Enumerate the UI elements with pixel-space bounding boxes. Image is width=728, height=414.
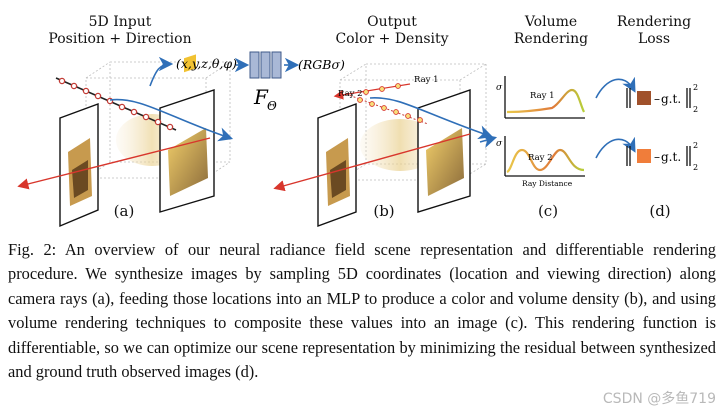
panel-c-ray2-label: Ray 2 <box>528 153 553 163</box>
rendered-color-swatch-2 <box>637 149 651 163</box>
gt-text-2: g.t. <box>661 150 681 164</box>
figure-caption: Fig. 2: An overview of our neural radian… <box>8 238 716 384</box>
ray-distance-label: Ray Distance <box>522 179 573 188</box>
panel-a-title: 5D Input Position + Direction <box>40 14 200 48</box>
panel-b-title-line2: Color + Density <box>335 31 449 47</box>
gt-label-1: – <box>654 92 660 106</box>
panel-b-sublabel: (b) <box>373 202 395 220</box>
blue-view-ray <box>109 98 234 142</box>
panel-b-ray1-label: Ray 1 <box>414 75 439 85</box>
mlp-sublabel: Θ <box>267 99 277 113</box>
panel-a-title-line2: Position + Direction <box>48 31 192 47</box>
gt-label-2: – <box>654 150 660 164</box>
panel-c-title: Volume Rendering <box>508 14 594 48</box>
mlp-network <box>234 51 300 79</box>
caption-label: Fig. 2: <box>8 240 57 259</box>
camera-ray-red <box>17 137 211 190</box>
svg-text:2: 2 <box>693 141 698 150</box>
svg-text:2: 2 <box>693 83 698 92</box>
panel-c-title-line1: Volume <box>524 14 578 30</box>
panel-d-title: Rendering Loss <box>614 14 694 48</box>
panel-a-sublabel: (a) <box>113 202 135 220</box>
panel-b-title-line1: Output <box>367 14 417 30</box>
panel-b-scene <box>273 63 494 228</box>
watermark: CSDN @多鱼719 <box>602 391 716 407</box>
svg-text:2: 2 <box>693 105 698 114</box>
sample-points <box>58 77 174 131</box>
panel-c-title-line2: Rendering <box>513 31 589 47</box>
panel-d-loss <box>626 88 691 166</box>
panel-d-title-line2: Loss <box>637 31 671 47</box>
panel-c-sublabel: (c) <box>537 202 559 220</box>
nerf-overview-figure: (x,y,z,θ,φ) F Θ (RGBσ) <box>17 51 698 228</box>
density-curve-ray2 <box>506 148 585 174</box>
panel-d-title-line1: Rendering <box>616 14 692 30</box>
density-curve-ray1 <box>506 88 585 114</box>
panel-c-plots <box>479 76 636 177</box>
panel-a-title-line1: 5D Input <box>88 14 152 30</box>
panel-b-title: Output Color + Density <box>322 14 462 48</box>
sigma-label-1: σ <box>496 83 503 93</box>
sigma-label-2: σ <box>496 139 503 149</box>
panel-c-ray1-label: Ray 1 <box>530 91 555 101</box>
output-tuple: (RGBσ) <box>298 57 345 72</box>
svg-text:2: 2 <box>693 163 698 172</box>
caption-text: An overview of our neural radiance field… <box>8 240 716 382</box>
panel-b-ray2-label: Ray 2 <box>338 89 363 99</box>
panel-d-sublabel: (d) <box>649 202 671 220</box>
mlp-label: F <box>253 85 269 109</box>
gt-text-1: g.t. <box>661 92 681 106</box>
rendered-color-swatch-1 <box>637 91 651 105</box>
panel-a-scene <box>17 54 234 228</box>
input-tuple: (x,y,z,θ,φ) <box>176 56 237 71</box>
